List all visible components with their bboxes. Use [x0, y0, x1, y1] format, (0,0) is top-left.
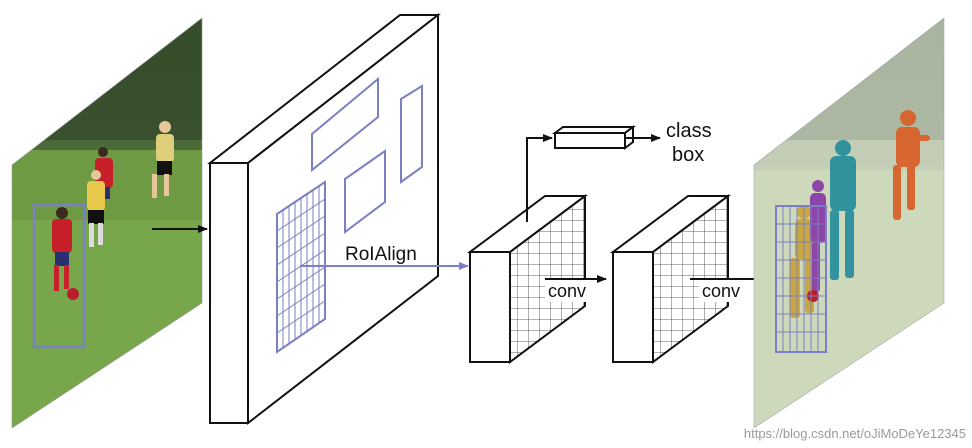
watermark-text: https://blog.csdn.net/oJiMoDeYe12345 [744, 426, 966, 441]
player-red-1 [52, 207, 72, 291]
conv-label-2: conv [702, 281, 740, 301]
box-label: box [672, 144, 704, 166]
fc-block [552, 125, 636, 150]
mask-orange [893, 110, 930, 220]
conv-block-2 [609, 194, 732, 364]
conv-label-bg-1 [545, 280, 595, 302]
conv-label-bg-2 [699, 280, 751, 302]
roialign-label: RoIAlign [345, 244, 417, 265]
input-photo [11, 17, 203, 429]
conv-label-1: conv [548, 281, 586, 301]
class-label: class [666, 120, 712, 142]
player-yellow-1 [87, 170, 105, 247]
input-roi-box [32, 203, 86, 349]
mask-teal [830, 140, 856, 280]
player-yellow-2 [152, 121, 174, 198]
output-photo [753, 17, 945, 429]
ball [67, 288, 79, 300]
roi-box-3 [400, 84, 423, 184]
arrow-to-fc [526, 134, 553, 222]
roi-box-2 [344, 149, 386, 234]
output-roi-grid [775, 205, 827, 353]
feature-roi-boxes [311, 76, 423, 234]
roi-box-1 [311, 76, 379, 173]
